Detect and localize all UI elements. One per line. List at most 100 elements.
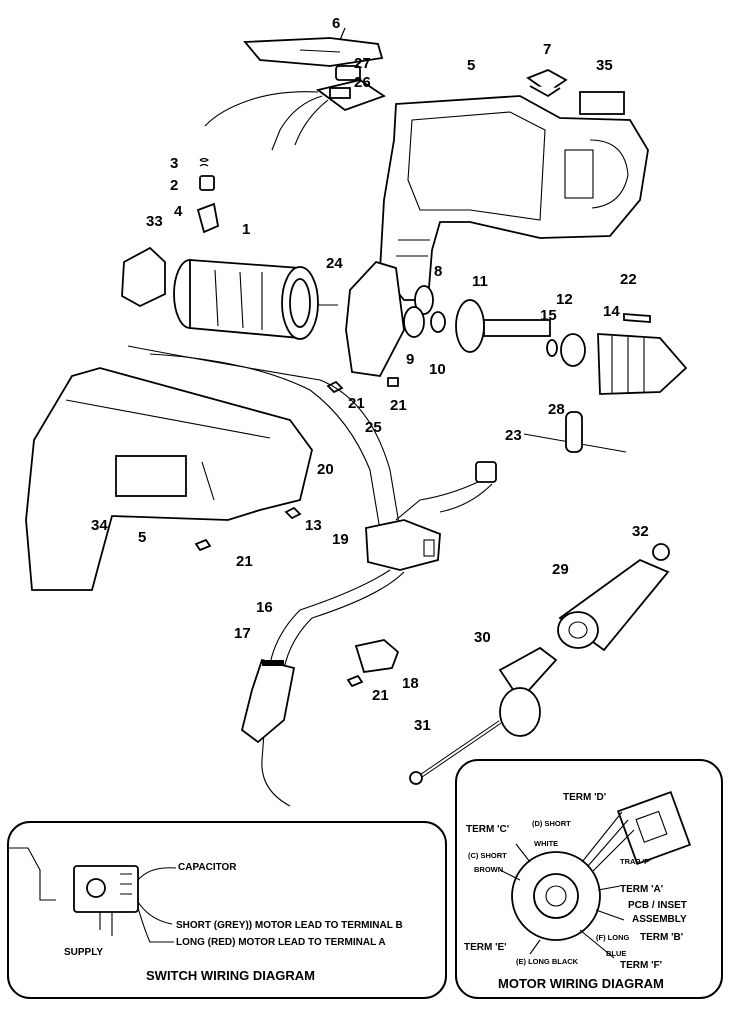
switch-wiring-diagram: CAPACITOR SHORT (GREY)) MOTOR LEAD TO TE…: [7, 821, 447, 999]
white-label: WHITE: [534, 839, 558, 848]
motor-wiring-diagram: TERM 'D' (D) SHORT TERM 'C' WHITE (C) SH…: [455, 759, 723, 999]
term-c-label: TERM 'C': [466, 824, 509, 835]
label-5-top: 5: [467, 57, 475, 74]
label-10: 10: [429, 361, 446, 378]
part-29-side-handle: [557, 558, 670, 652]
label-34: 34: [91, 517, 108, 534]
label-1: 1: [242, 221, 250, 238]
screw-21-b: [387, 377, 399, 387]
part-5-housing-top: [379, 95, 649, 301]
label-18: 18: [402, 675, 419, 692]
part-11-spindle: [455, 299, 551, 353]
label-5-bottom: 5: [138, 529, 146, 546]
part-24-plate: [345, 260, 405, 377]
d-short-label: (D) SHORT: [532, 819, 571, 828]
screw-13: [284, 506, 302, 520]
label-30: 30: [474, 629, 491, 646]
supply-label: SUPPLY: [64, 947, 103, 958]
label-17: 17: [234, 625, 251, 642]
label-21-b: 21: [390, 397, 407, 414]
part-7-button: [526, 69, 568, 98]
part-23-lead-set: [395, 461, 497, 521]
label-32: 32: [632, 523, 649, 540]
part-32-nut: [652, 543, 670, 561]
label-21-a: 21: [348, 395, 365, 412]
pcb-line1-label: PCB / INSET: [628, 900, 687, 911]
e-long-black-label: (E) LONG BLACK: [516, 957, 579, 966]
brown-label: BROWN: [474, 865, 503, 874]
label-24: 24: [326, 255, 343, 272]
switch-diagram-title: SWITCH WIRING DIAGRAM: [146, 968, 315, 983]
part-33-endbell: [121, 246, 166, 308]
part-5-housing-bottom: [25, 367, 313, 591]
part-31-depth-rod: [409, 720, 502, 785]
label-23: 23: [505, 427, 522, 444]
label-4: 4: [174, 203, 183, 220]
part-16-cord: [261, 569, 391, 807]
label-31: 31: [414, 717, 431, 734]
part-18-clamp: [354, 639, 400, 673]
part-2-brush: [199, 175, 215, 191]
c-short-label: (C) SHORT: [468, 851, 507, 860]
part-16-cord-b: [281, 571, 405, 691]
label-12: 12: [556, 291, 573, 308]
term-d-label: TERM 'D': [563, 792, 606, 803]
label-15: 15: [540, 307, 557, 324]
label-16: 16: [256, 599, 273, 616]
capacitor-label: CAPACITOR: [178, 862, 237, 873]
label-33: 33: [146, 213, 163, 230]
label-9: 9: [406, 351, 414, 368]
part-14-chuck: [597, 333, 688, 395]
trap-p-label: TRAP 'P': [620, 857, 651, 866]
part-12-bearing: [560, 333, 586, 367]
label-11: 11: [472, 273, 488, 290]
part-19-switch: [365, 519, 441, 571]
screw-21-c: [194, 538, 212, 552]
part-17-cord-guard: [240, 658, 296, 744]
term-a-label: TERM 'A': [620, 884, 663, 895]
part-35-label: [579, 91, 625, 115]
part-30-collar: [498, 646, 558, 737]
label-35: 35: [596, 57, 613, 74]
label-19: 19: [332, 531, 349, 548]
part-22-screw-body: [623, 313, 651, 323]
label-28: 28: [548, 401, 565, 418]
label-14: 14: [603, 303, 620, 320]
part-15-washer: [546, 339, 558, 357]
label-13: 13: [305, 517, 322, 534]
label-7: 7: [543, 41, 551, 58]
motor-diagram-title: MOTOR WIRING DIAGRAM: [498, 976, 664, 991]
part-4-holder: [196, 202, 220, 234]
part-20-lead: [149, 353, 381, 531]
label-6: 6: [332, 15, 340, 32]
screw-21-d: [346, 674, 364, 688]
part-10-ring: [430, 311, 446, 333]
label-20: 20: [317, 461, 334, 478]
term-e-label: TERM 'E': [464, 942, 507, 953]
label-22: 22: [620, 271, 637, 288]
label-27: 27: [354, 55, 371, 72]
part-25-lead: [127, 345, 401, 531]
label-21-c: 21: [236, 553, 253, 570]
short-lead-label: SHORT (GREY)) MOTOR LEAD TO TERMINAL B: [176, 920, 403, 931]
blue-label: BLUE: [606, 949, 626, 958]
label-25: 25: [365, 419, 382, 436]
label-2: 2: [170, 177, 178, 194]
part-8-washer: [414, 285, 434, 315]
part-6-cover: [243, 27, 384, 67]
part-28-chuck-key: [523, 411, 627, 453]
f-long-label: (F) LONG: [596, 933, 629, 942]
label-26: 26: [354, 74, 371, 91]
part-26-pcb: [204, 65, 386, 151]
label-21-d: 21: [372, 687, 389, 704]
long-lead-label: LONG (RED) MOTOR LEAD TO TERMINAL A: [176, 937, 386, 948]
label-3: 3: [170, 155, 178, 172]
term-f-label: TERM 'F': [620, 960, 662, 971]
part-number-labels: 6 27 26 7 5 35 3 2 4 33 1 24 8 11 22 12 …: [91, 15, 649, 734]
part-3-spring: [199, 157, 209, 167]
term-b-label: TERM 'B': [640, 932, 683, 943]
part-9-bearing: [403, 306, 425, 338]
label-8: 8: [434, 263, 442, 280]
label-29: 29: [552, 561, 569, 578]
